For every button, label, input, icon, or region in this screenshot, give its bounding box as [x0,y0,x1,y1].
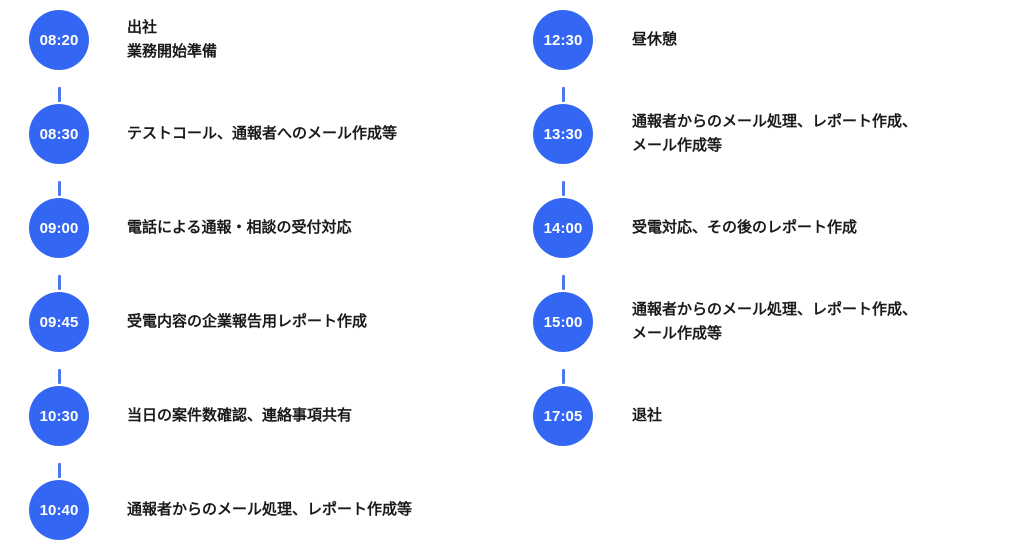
time-label: 15:00 [543,313,583,331]
entry-description: テストコール、通報者へのメール作成等 [127,104,497,164]
time-label: 13:30 [543,125,583,143]
entry-description-line: 受電内容の企業報告用レポート作成 [127,313,368,330]
entry-description: 出社業務開始準備 [127,10,497,70]
entry-description-line: メール作成等 [632,137,723,154]
timeline-entry: 10:30 当日の案件数確認、連絡事項共有 [0,386,508,478]
time-marker-circle: 15:00 [533,292,593,352]
time-marker-circle: 17:05 [533,386,593,446]
timeline-connector [57,463,61,478]
timeline-connector [561,369,565,384]
timeline-entry: 13:30 通報者からのメール処理、レポート作成、メール作成等 [508,104,1015,196]
time-label: 10:40 [39,501,79,519]
time-marker-circle: 14:00 [533,198,593,258]
time-marker-circle: 09:45 [29,292,89,352]
time-label: 17:05 [543,407,583,425]
time-marker-circle: 08:20 [29,10,89,70]
entry-description: 昼休憩 [632,10,1007,70]
entry-description-line: テストコール、通報者へのメール作成等 [127,125,398,142]
timeline-connector [561,275,565,290]
time-marker-circle: 12:30 [533,10,593,70]
entry-description-line: 通報者からのメール処理、レポート作成、 [632,301,918,318]
timeline-entry: 08:30 テストコール、通報者へのメール作成等 [0,104,508,196]
entry-description: 受電対応、その後のレポート作成 [632,198,1007,258]
timeline-entry: 14:00 受電対応、その後のレポート作成 [508,198,1015,290]
entry-description-line: 出社 [127,19,158,36]
timeline-connector [57,181,61,196]
entry-description: 退社 [632,386,1007,446]
timeline-connector [561,181,565,196]
time-label: 09:45 [39,313,79,331]
time-marker-circle: 08:30 [29,104,89,164]
timeline-entry: 15:00 通報者からのメール処理、レポート作成、メール作成等 [508,292,1015,384]
timeline-connector [561,87,565,102]
entry-description: 通報者からのメール処理、レポート作成、メール作成等 [632,292,1007,352]
time-label: 12:30 [543,31,583,49]
time-marker-circle: 10:40 [29,480,89,540]
time-label: 14:00 [543,219,583,237]
time-marker-circle: 10:30 [29,386,89,446]
entry-description: 受電内容の企業報告用レポート作成 [127,292,497,352]
entry-description-line: 業務開始準備 [127,43,218,60]
timeline-entry: 12:30 昼休憩 [508,10,1015,102]
entry-description-line: 当日の案件数確認、連絡事項共有 [127,407,353,424]
entry-description-line: メール作成等 [632,325,723,342]
timeline-column-morning: 08:20 出社業務開始準備 08:30 テストコール、通報者へのメール作成等 09:0… [0,0,508,540]
timeline-entry: 17:05 退社 [508,386,1015,446]
entry-description-line: 通報者からのメール処理、レポート作成等 [127,501,413,518]
timeline-entry: 10:40 通報者からのメール処理、レポート作成等 [0,480,508,540]
entry-description: 電話による通報・相談の受付対応 [127,198,497,258]
timeline-connector [57,87,61,102]
time-label: 08:30 [39,125,79,143]
entry-description: 通報者からのメール処理、レポート作成等 [127,480,497,540]
time-label: 10:30 [39,407,79,425]
entry-description-line: 昼休憩 [632,31,678,48]
timeline-connector [57,275,61,290]
entry-description: 当日の案件数確認、連絡事項共有 [127,386,497,446]
timeline-entry: 08:20 出社業務開始準備 [0,10,508,102]
time-label: 08:20 [39,31,79,49]
entry-description-line: 退社 [632,407,663,424]
entry-description: 通報者からのメール処理、レポート作成、メール作成等 [632,104,1007,164]
timeline-entry: 09:45 受電内容の企業報告用レポート作成 [0,292,508,384]
time-label: 09:00 [39,219,79,237]
entry-description-line: 通報者からのメール処理、レポート作成、 [632,113,918,130]
time-marker-circle: 13:30 [533,104,593,164]
time-marker-circle: 09:00 [29,198,89,258]
timeline-entry: 09:00 電話による通報・相談の受付対応 [0,198,508,290]
entry-description-line: 電話による通報・相談の受付対応 [127,219,352,236]
entry-description-line: 受電対応、その後のレポート作成 [632,219,858,236]
timeline-connector [57,369,61,384]
